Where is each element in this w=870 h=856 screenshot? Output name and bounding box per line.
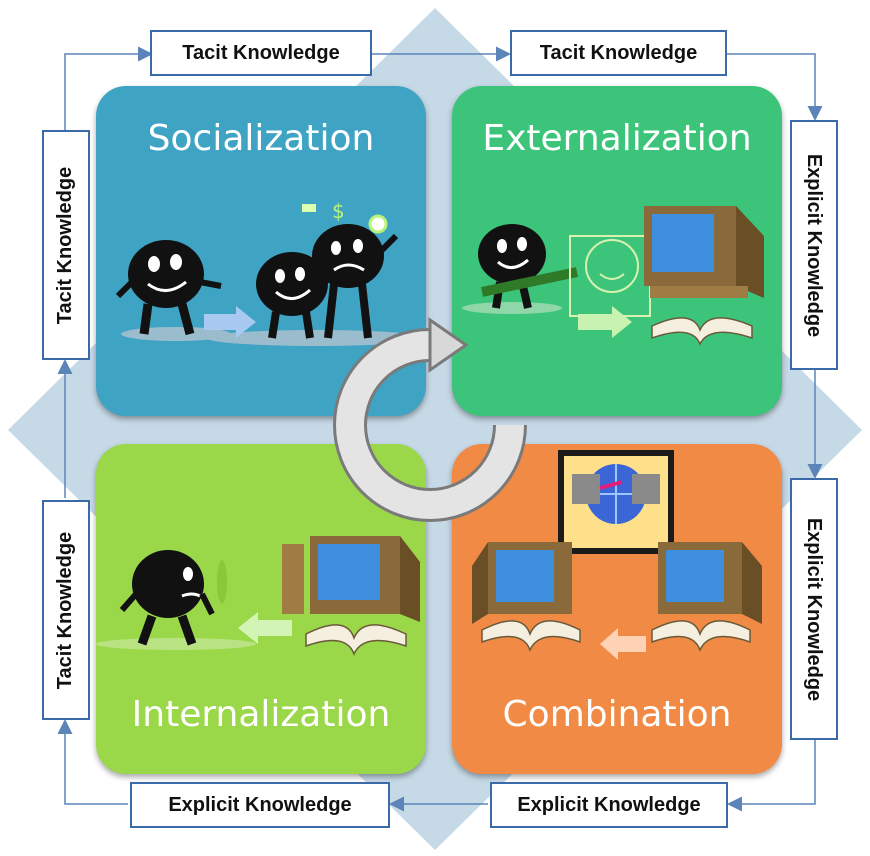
quadrant-title-externalization: Externalization [482, 118, 752, 159]
quadrant-title-socialization: Socialization [147, 118, 375, 159]
label-top-left: Tacit Knowledge [150, 30, 372, 76]
connector-top-right [727, 53, 823, 121]
combination-illustration [472, 450, 762, 660]
externalization-illustration [462, 206, 764, 346]
label-right-bottom: Explicit Knowledge [790, 478, 838, 740]
label-left-bottom-text: Tacit Knowledge [54, 531, 77, 689]
label-top-right-text: Tacit Knowledge [539, 41, 698, 64]
label-top-right: Tacit Knowledge [510, 30, 727, 76]
quadrant-title-internalization: Internalization [131, 694, 391, 735]
label-right-top-text: Explicit Knowledge [803, 153, 826, 337]
quadrant-externalization: Externalization [452, 86, 782, 416]
label-right-bottom-text: Explicit Knowledge [803, 517, 826, 701]
svg-text:$: $ [332, 199, 345, 223]
label-bottom-right-text: Explicit Knowledge [517, 793, 701, 816]
label-bottom-left-text: Explicit Knowledge [168, 793, 352, 816]
label-right-top: Explicit Knowledge [790, 120, 838, 370]
quadrant-title-combination: Combination [502, 694, 732, 735]
label-bottom-left: Explicit Knowledge [130, 782, 390, 828]
connector-bottom-left [57, 719, 128, 805]
connector-bottom-right [727, 740, 816, 812]
socialization-illustration: $ [115, 199, 426, 346]
label-bottom-right: Explicit Knowledge [490, 782, 728, 828]
label-left-top: Tacit Knowledge [42, 130, 90, 360]
quadrant-combination: Combination [452, 444, 782, 774]
label-top-left-text: Tacit Knowledge [182, 41, 340, 64]
label-left-bottom: Tacit Knowledge [42, 500, 90, 720]
label-left-top-text: Tacit Knowledge [54, 166, 77, 324]
connector-top-left [64, 46, 153, 130]
internalization-illustration [96, 536, 420, 656]
